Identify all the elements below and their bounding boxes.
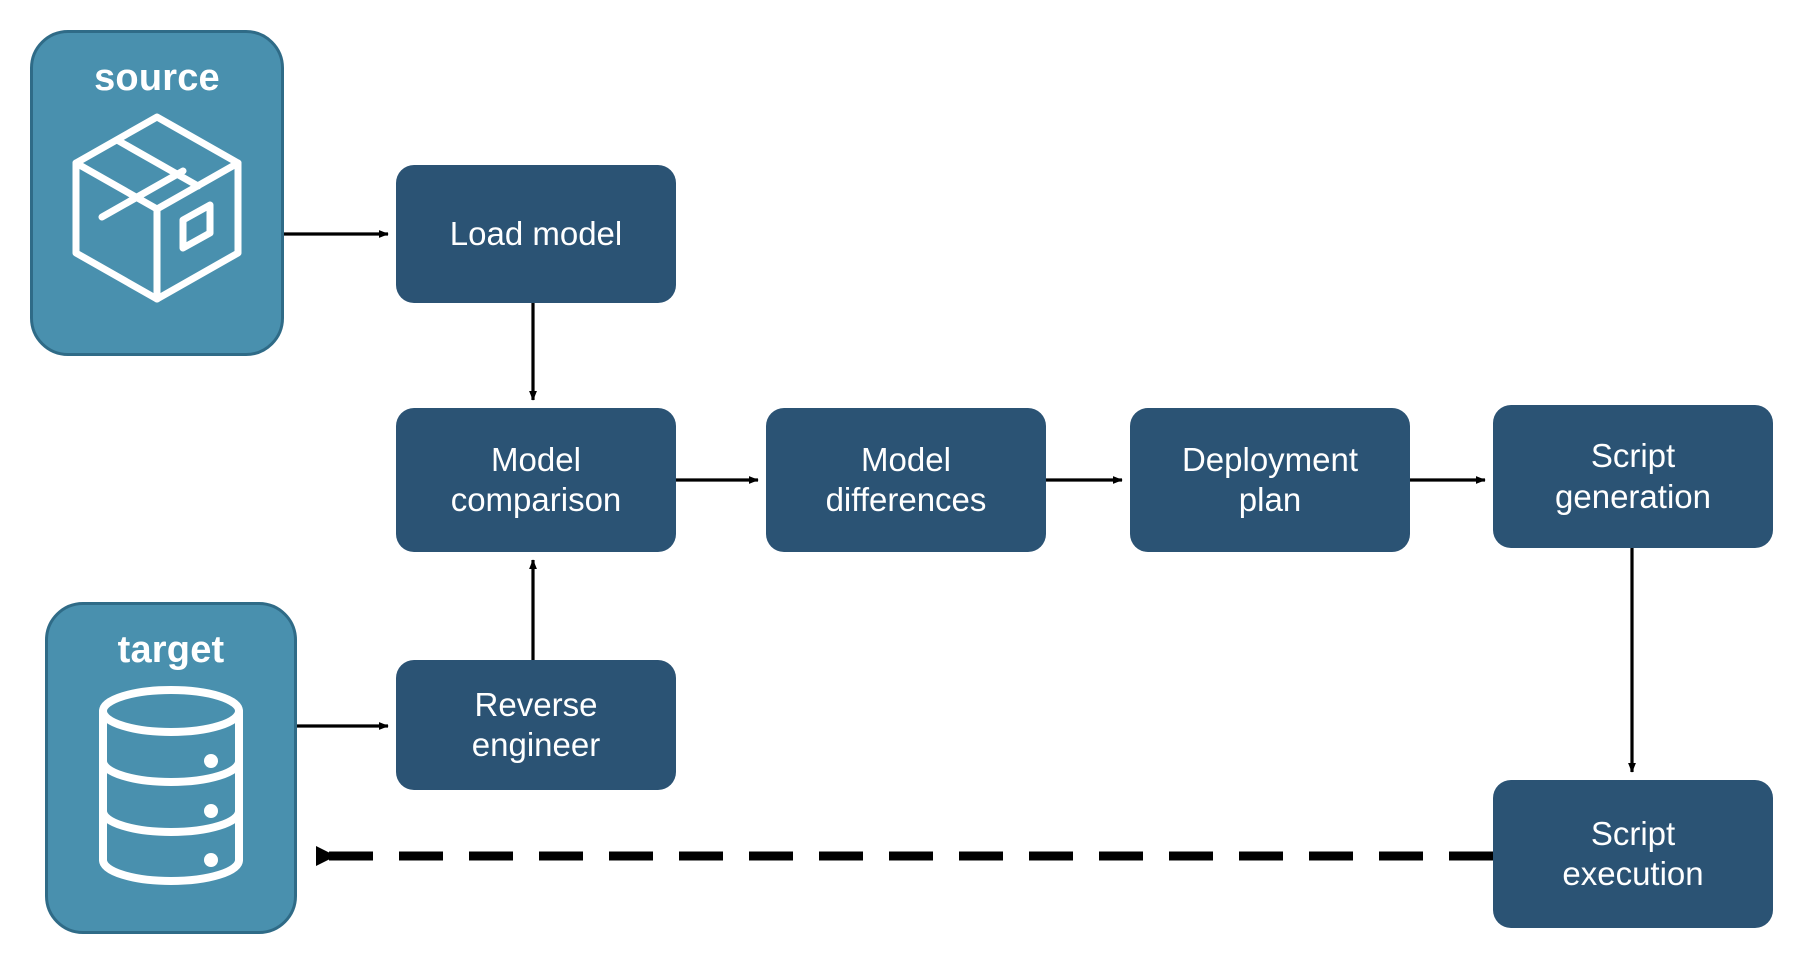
process-box-model-comparison[interactable]: Model comparison: [396, 408, 676, 552]
process-box-script-generation[interactable]: Script generation: [1493, 405, 1773, 548]
endpoint-label-source: source: [94, 57, 220, 99]
endpoint-card-target[interactable]: target: [45, 602, 297, 934]
process-label-model-differences: Model differences: [825, 440, 987, 518]
process-box-script-execution[interactable]: Script execution: [1493, 780, 1773, 928]
process-box-load-model[interactable]: Load model: [396, 165, 676, 303]
process-label-load-model: Load model: [449, 214, 623, 252]
endpoint-label-target: target: [117, 629, 225, 671]
endpoint-card-source[interactable]: source: [30, 30, 284, 356]
process-label-model-comparison: Model comparison: [450, 440, 622, 518]
package-box-icon: [72, 113, 242, 303]
process-box-reverse-engineer[interactable]: Reverse engineer: [396, 660, 676, 790]
database-cylinder-icon: [99, 686, 243, 885]
process-box-model-differences[interactable]: Model differences: [766, 408, 1046, 552]
process-label-deployment-plan: Deployment plan: [1181, 440, 1359, 518]
process-label-reverse-engineer: Reverse engineer: [471, 685, 601, 763]
process-label-script-execution: Script execution: [1562, 814, 1704, 892]
process-box-deployment-plan[interactable]: Deployment plan: [1130, 408, 1410, 552]
process-label-script-generation: Script generation: [1555, 437, 1711, 515]
